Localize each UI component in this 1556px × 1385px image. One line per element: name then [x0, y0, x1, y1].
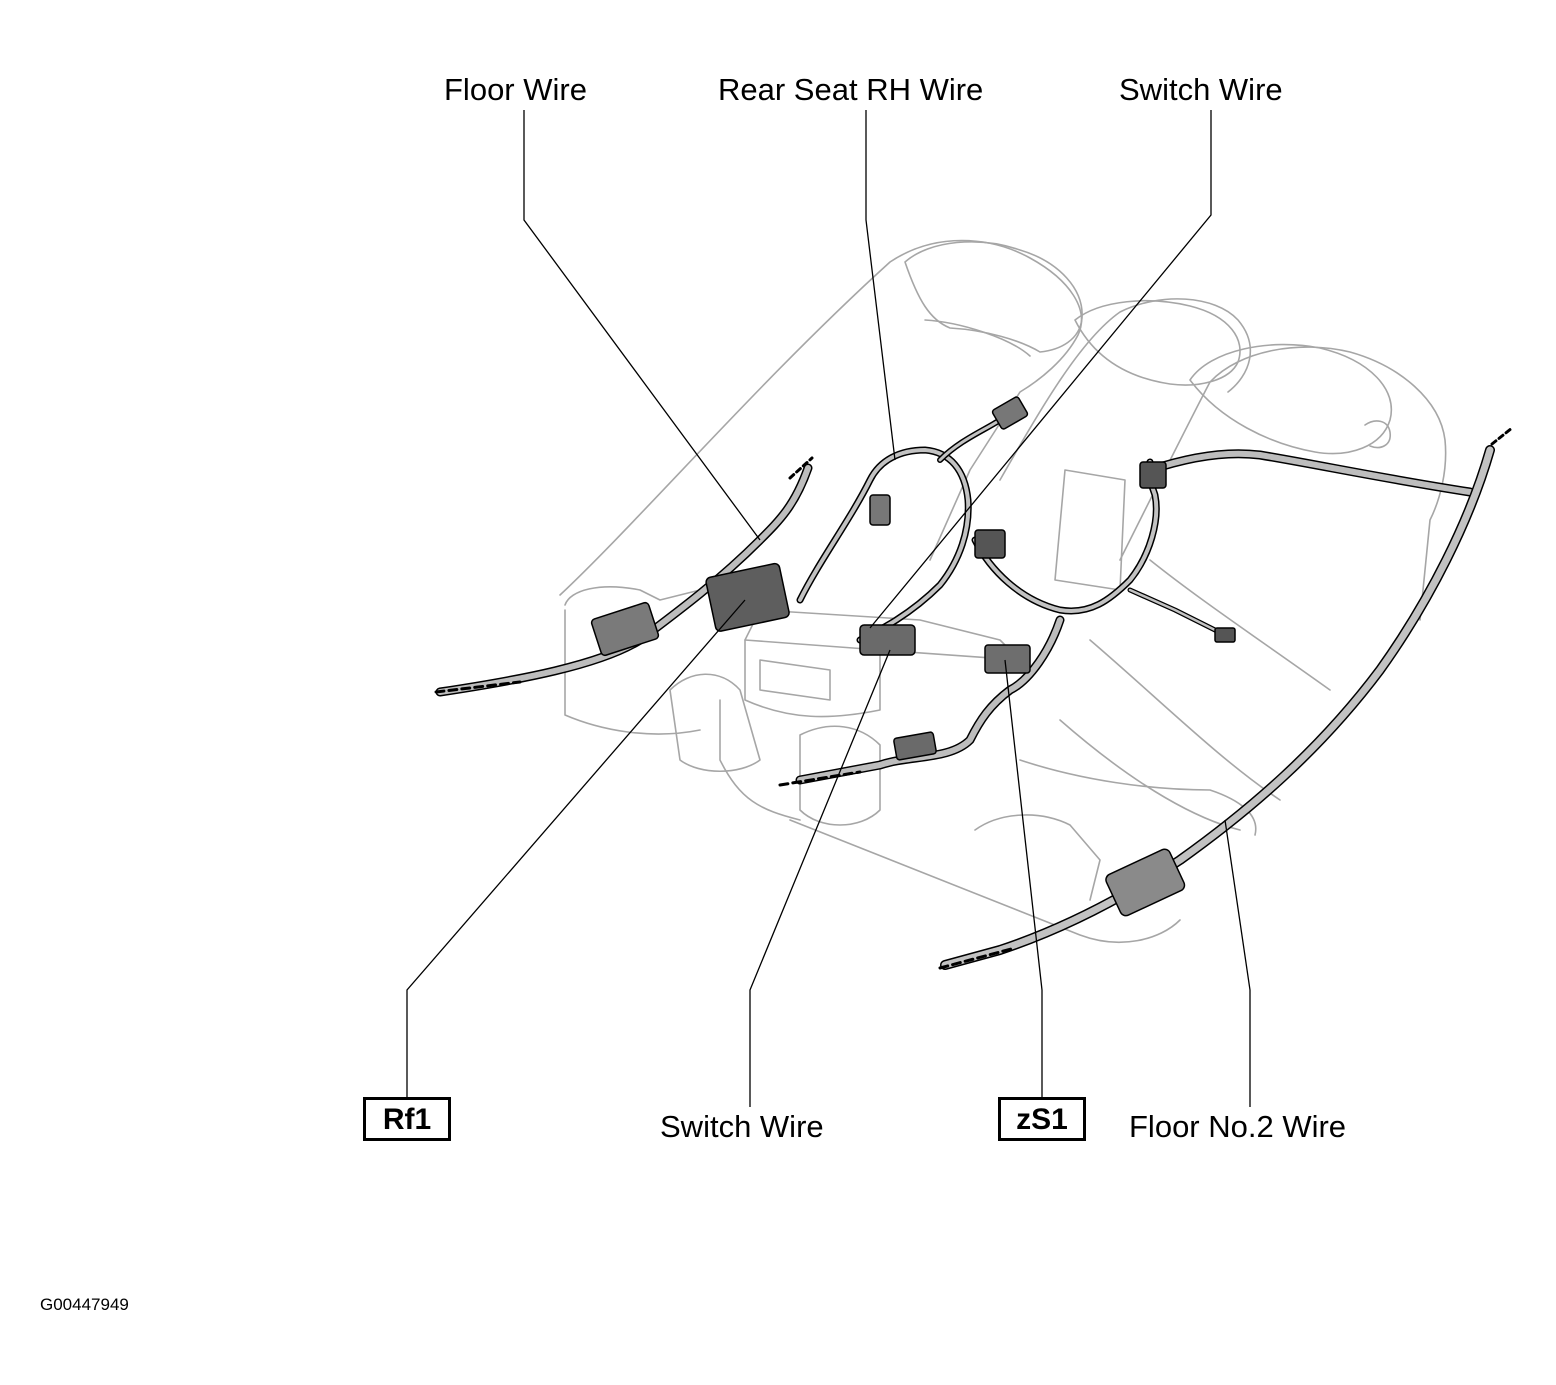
leader-rear-seat-rh-wire [865, 110, 896, 461]
armrest-front [759, 659, 831, 701]
back-panel-2 [1149, 559, 1331, 691]
leader-zs1 [1004, 659, 1043, 1097]
leader-lines [406, 110, 1251, 1107]
back-panel-3 [1089, 639, 1281, 801]
leader-floor-no2-wire [1224, 819, 1251, 1107]
connector-lower [893, 731, 937, 761]
label-rf1: Rf1 [363, 1097, 451, 1141]
seat-cushion-right-2 [1019, 759, 1257, 836]
label-rear-seat-rh-wire: Rear Seat RH Wire [718, 72, 984, 107]
center-headrest [1074, 299, 1241, 386]
back-panel-1 [1054, 469, 1126, 591]
connector-rf1 [705, 562, 790, 632]
label-switch-wire-top: Switch Wire [1119, 72, 1283, 107]
connector-floor-left [590, 601, 660, 657]
connector-seatback-1 [974, 529, 1006, 559]
leader-floor-wire [523, 110, 761, 541]
connector-top-right [991, 396, 1029, 430]
label-zs1: zS1 [998, 1097, 1086, 1141]
seat-cushion-outline [564, 586, 701, 735]
armrest-box [744, 639, 881, 718]
seat-cushion-base [719, 699, 801, 821]
connector-right-end [1214, 627, 1236, 643]
seat-cushion-left [669, 673, 761, 773]
left-headrest-seam [924, 319, 1031, 357]
leader-rf1 [406, 599, 746, 1097]
floor-no2-wire-top-end [1490, 426, 1514, 446]
lower-harness-end [778, 770, 862, 787]
floor-no2-wire-harness [940, 445, 1495, 970]
connector-rear-loop [869, 494, 891, 526]
seat-cushion-right [974, 814, 1101, 901]
right-headrest [1189, 343, 1393, 455]
connector-floor-no2 [1105, 848, 1186, 917]
right-headrest-ear [1364, 420, 1391, 449]
connector-armrest [859, 624, 916, 656]
back-panel-4 [1059, 719, 1241, 831]
connectors [590, 396, 1236, 917]
floor-no2-wire-end [938, 946, 1017, 970]
floor-wire-top-end [788, 456, 814, 480]
left-headrest [904, 241, 1083, 353]
seat-cushion-mid [799, 725, 881, 826]
leader-switch-wire-bottom [749, 649, 891, 1107]
connector-zs1 [984, 644, 1031, 674]
floor-wire-end [434, 680, 522, 694]
label-floor-no2-wire: Floor No.2 Wire [1129, 1109, 1347, 1144]
figure-id: G00447949 [40, 1295, 129, 1314]
seat-outlines [559, 239, 1447, 943]
leader-switch-wire-top [869, 110, 1212, 629]
connector-seatback-2 [1139, 461, 1167, 489]
seat-cushion-front [789, 819, 1181, 943]
wire-harnesses [434, 407, 1514, 970]
right-seat-back [1119, 346, 1447, 621]
label-floor-wire: Floor Wire [444, 72, 587, 107]
label-switch-wire-bottom: Switch Wire [660, 1109, 824, 1144]
